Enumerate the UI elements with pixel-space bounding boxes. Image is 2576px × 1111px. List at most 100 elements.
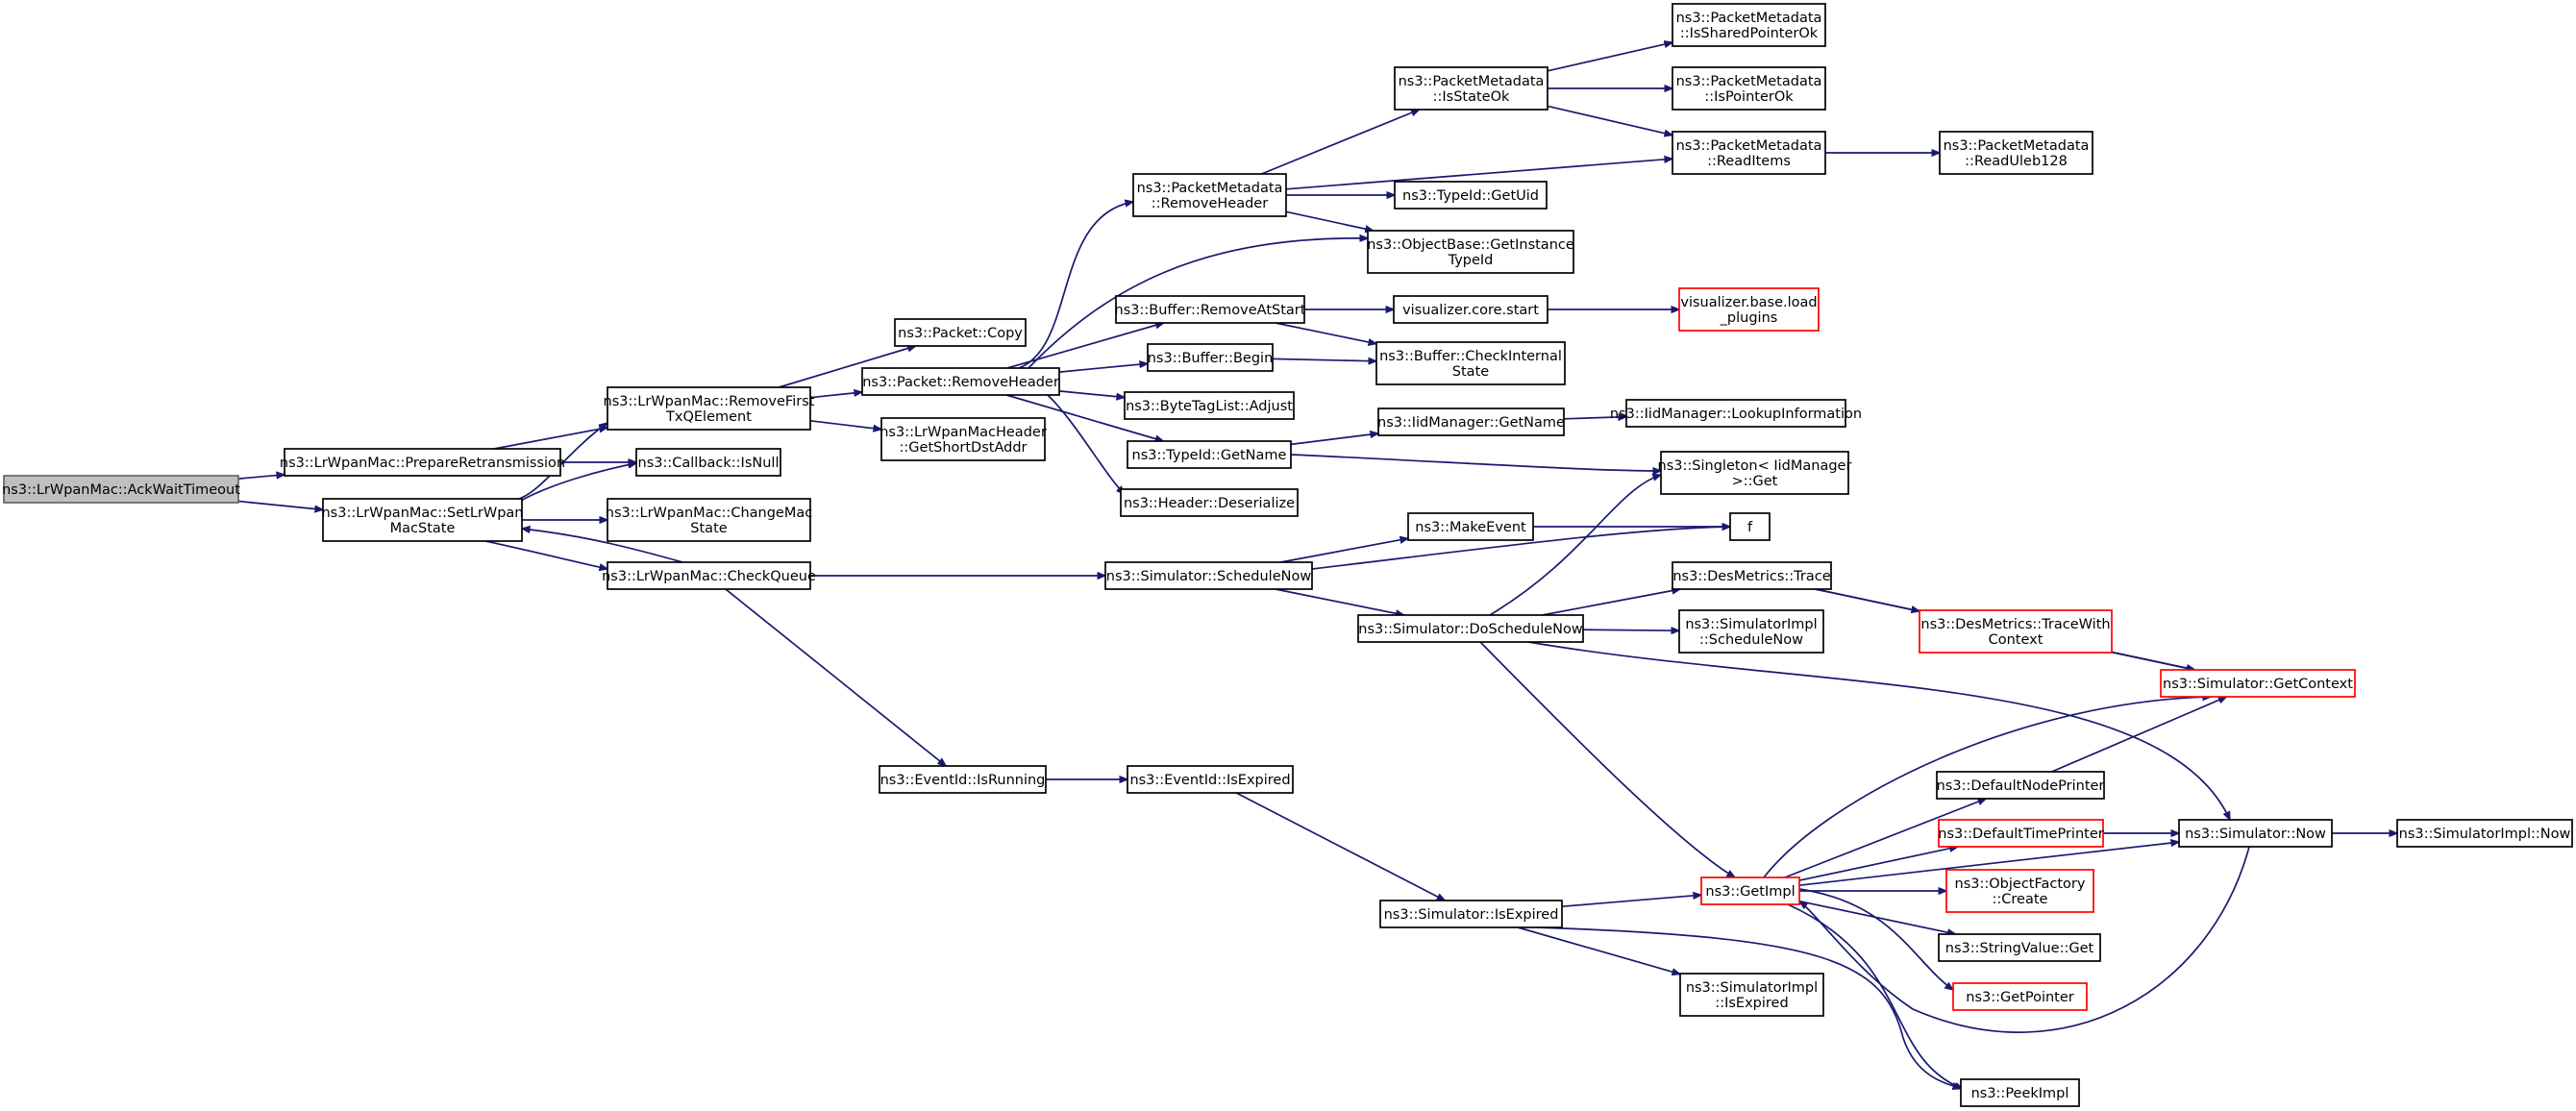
node-box <box>1394 181 1548 210</box>
node-getimpl[interactable]: ns3::GetImpl <box>1700 876 1800 905</box>
node-singleton[interactable]: ns3::Singleton< IidManager>::Get <box>1658 451 1852 495</box>
node-doschedulenow[interactable]: ns3::Simulator::DoScheduleNow <box>1357 614 1584 643</box>
edge-pktremovehdr-to-getinstance <box>1028 238 1368 369</box>
node-getpointer[interactable]: ns3::GetPointer <box>1952 982 2088 1011</box>
node-isexpired[interactable]: ns3::EventId::IsExpired <box>1127 765 1294 794</box>
node-label: ns3::MakeEvent <box>1415 520 1526 535</box>
edge-getname-to-iidgetname <box>1290 433 1378 446</box>
node-box <box>880 417 1046 461</box>
node-getname[interactable]: ns3::TypeId::GetName <box>1127 440 1292 469</box>
node-box <box>1379 900 1563 928</box>
node-deserialize[interactable]: ns3::Header::Deserialize <box>1120 488 1299 517</box>
node-readuleb[interactable]: ns3::PacketMetadata::ReadUleb128 <box>1939 131 2093 175</box>
node-simisexpired[interactable]: ns3::Simulator::IsExpired <box>1379 900 1563 928</box>
node-adjust[interactable]: ns3::ByteTagList::Adjust <box>1124 391 1295 420</box>
node-isstateok[interactable]: ns3::PacketMetadata::IsStateOk <box>1394 66 1548 111</box>
node-checkqueue[interactable]: ns3::LrWpanMac::CheckQueue <box>602 561 816 590</box>
node-ispointerok[interactable]: ns3::PacketMetadata::IsPointerOk <box>1672 66 1826 111</box>
edge-ackwait-to-prepare <box>237 475 285 480</box>
node-label: ns3::StringValue::Get <box>1945 941 2094 956</box>
node-label: TypeId <box>1448 253 1494 268</box>
node-timeprinter[interactable]: ns3::DefaultTimePrinter <box>1938 819 2104 848</box>
node-isrunning[interactable]: ns3::EventId::IsRunning <box>879 765 1047 794</box>
node-box <box>1132 173 1287 217</box>
node-box <box>607 561 811 590</box>
node-implisexpired[interactable]: ns3::SimulatorImpl::IsExpired <box>1679 973 1824 1017</box>
node-nodeprinter[interactable]: ns3::DefaultNodePrinter <box>1936 771 2105 800</box>
edge-doschedulenow-to-destrace <box>1542 589 1681 616</box>
node-label: ns3::SimulatorImpl <box>1685 617 1817 632</box>
node-implschedulenow[interactable]: ns3::SimulatorImpl::ScheduleNow <box>1678 609 1824 654</box>
node-label: ns3::LrWpanMac::SetLrWpan <box>321 506 523 521</box>
node-stringvalue[interactable]: ns3::StringValue::Get <box>1938 933 2101 962</box>
node-vizload[interactable]: visualizer.base.load_plugins <box>1678 287 1820 332</box>
edge-tracewithctx-to-getcontext <box>2111 651 2195 670</box>
node-simnow[interactable]: ns3::Simulator::Now <box>2178 819 2333 848</box>
edge-doschedulenow-to-singleton <box>1489 475 1661 616</box>
node-schedulenow[interactable]: ns3::Simulator::ScheduleNow <box>1104 561 1313 590</box>
node-peekimpl[interactable]: ns3::PeekImpl <box>1960 1078 2080 1107</box>
node-box <box>1115 295 1305 324</box>
node-getshortdst[interactable]: ns3::LrWpanMacHeader::GetShortDstAddr <box>879 417 1047 461</box>
edge-isstateok-to-readitems <box>1547 105 1672 135</box>
node-box <box>1367 230 1574 274</box>
node-issharedptr[interactable]: ns3::PacketMetadata::IsSharedPointerOk <box>1672 3 1826 47</box>
node-bufbegin[interactable]: ns3::Buffer::Begin <box>1147 343 1274 372</box>
node-getuid[interactable]: ns3::TypeId::GetUid <box>1394 181 1548 210</box>
node-box <box>879 765 1047 794</box>
node-ackwait[interactable]: ns3::LrWpanMac::AckWaitTimeout <box>2 475 240 504</box>
edge-pktremovehdr-to-deserialize <box>1047 394 1125 494</box>
node-makeevent[interactable]: ns3::MakeEvent <box>1407 512 1534 541</box>
node-box <box>1939 131 2093 175</box>
node-box <box>1938 819 2104 848</box>
node-label: ns3::Simulator::DoScheduleNow <box>1358 622 1583 637</box>
node-label: ns3::PacketMetadata <box>1137 181 1283 196</box>
node-box <box>1393 295 1548 324</box>
node-box <box>284 448 561 477</box>
node-label: ns3::Buffer::RemoveAtStart <box>1115 303 1306 318</box>
node-label: ns3::DefaultNodePrinter <box>1937 778 2105 794</box>
nodes-layer: ns3::LrWpanMac::AckWaitTimeoutns3::LrWpa… <box>2 3 2573 1107</box>
node-readitems[interactable]: ns3::PacketMetadata::ReadItems <box>1672 131 1826 175</box>
edge-doschedulenow-to-simnow <box>1527 641 2231 820</box>
node-destrace[interactable]: ns3::DesMetrics::Trace <box>1672 561 1832 590</box>
node-bufremove[interactable]: ns3::Buffer::RemoveAtStart <box>1115 295 1306 324</box>
node-box <box>1672 561 1832 590</box>
node-box <box>1960 1078 2080 1107</box>
node-getcontext[interactable]: ns3::Simulator::GetContext <box>2160 669 2356 698</box>
node-label: ns3::SimulatorImpl::Now <box>2399 827 2571 842</box>
node-label: ns3::Packet::RemoveHeader <box>862 375 1059 390</box>
node-objfactory[interactable]: ns3::ObjectFactory::Create <box>1945 869 2094 913</box>
node-prepare[interactable]: ns3::LrWpanMac::PrepareRetransmission <box>280 448 565 477</box>
node-label: ns3::LrWpanMac::ChangeMac <box>606 506 812 521</box>
node-iidgetname[interactable]: ns3::IidManager::GetName <box>1377 407 1565 436</box>
edge-simnow-to-getimpl <box>1799 846 2250 1033</box>
node-pktcopy[interactable]: ns3::Packet::Copy <box>894 318 1027 347</box>
node-lookupinfo[interactable]: ns3::IidManager::LookupInformation <box>1610 399 1862 428</box>
node-pmremovehdr[interactable]: ns3::PacketMetadata::RemoveHeader <box>1132 173 1287 217</box>
node-implnow[interactable]: ns3::SimulatorImpl::Now <box>2396 819 2573 848</box>
node-isnull[interactable]: ns3::Callback::IsNull <box>635 448 781 477</box>
node-f[interactable]: f <box>1729 512 1771 541</box>
edge-checkqueue-to-setstate <box>522 529 683 563</box>
node-pktremovehdr[interactable]: ns3::Packet::RemoveHeader <box>861 367 1060 396</box>
node-label: ns3::PacketMetadata <box>1399 74 1545 89</box>
edge-setstate-to-checkqueue <box>484 540 607 569</box>
edge-bufremove-to-checkinternal <box>1275 322 1376 344</box>
node-label: ns3::DefaultTimePrinter <box>1938 827 2103 842</box>
node-box <box>3 475 239 504</box>
node-box <box>1375 341 1566 385</box>
node-box <box>1945 869 2094 913</box>
node-vizstart[interactable]: visualizer.core.start <box>1393 295 1548 324</box>
node-box <box>1952 982 2088 1011</box>
node-label: f <box>1747 520 1753 535</box>
node-box <box>1700 876 1800 905</box>
